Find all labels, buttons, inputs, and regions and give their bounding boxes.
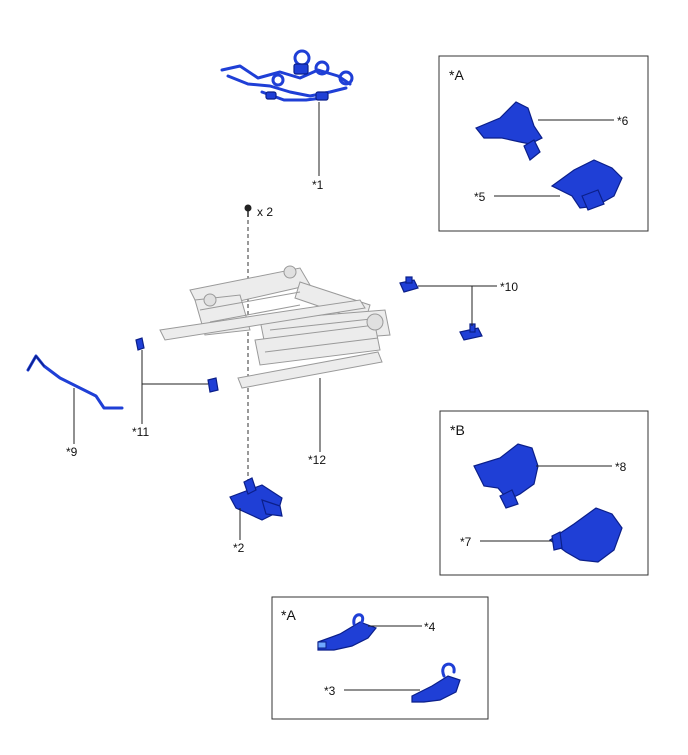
seat-track-frame <box>159 265 391 389</box>
bolt-icon <box>244 204 252 217</box>
wire-harness-part <box>220 49 354 102</box>
callout-label-12: *12 <box>308 453 326 467</box>
leader-line-10 <box>418 285 497 326</box>
lever-part-4 <box>317 613 377 651</box>
callout-label-4: *4 <box>424 620 436 634</box>
leader-line-11 <box>141 350 208 424</box>
callout-label-9: *9 <box>66 445 78 459</box>
bracket-part-2 <box>229 477 283 521</box>
clip-part-11-lower <box>207 377 219 393</box>
rod-part-9 <box>26 354 124 410</box>
callout-label-11: *11 <box>132 425 149 439</box>
lever-part-3 <box>411 662 461 703</box>
callout-label-7: *7 <box>460 535 472 549</box>
bracket-part-10-upper <box>399 276 419 293</box>
cover-part-8 <box>473 443 539 509</box>
detail-box-a-bottom <box>271 596 489 720</box>
detail-box-a-bottom-label: *A <box>281 607 296 623</box>
detail-box-b <box>439 410 649 576</box>
clip-part-11-upper <box>135 337 145 351</box>
callout-label-2: *2 <box>233 541 245 555</box>
callout-label-10: *10 <box>500 280 518 294</box>
cover-part-7 <box>548 507 623 563</box>
detail-box-b-label: *B <box>450 422 465 438</box>
callout-label-8: *8 <box>615 460 627 474</box>
detail-box-a-top <box>438 55 649 232</box>
bracket-part-10-lower <box>459 323 483 341</box>
callout-label-1: *1 <box>312 178 324 192</box>
bolt-quantity: x 2 <box>257 205 273 219</box>
callout-label-5: *5 <box>474 190 486 204</box>
callout-label-6: *6 <box>617 114 629 128</box>
callout-label-3: *3 <box>324 684 336 698</box>
detail-box-a-top-label: *A <box>449 67 464 83</box>
cover-part-6 <box>475 101 543 161</box>
cover-part-5 <box>550 159 623 211</box>
